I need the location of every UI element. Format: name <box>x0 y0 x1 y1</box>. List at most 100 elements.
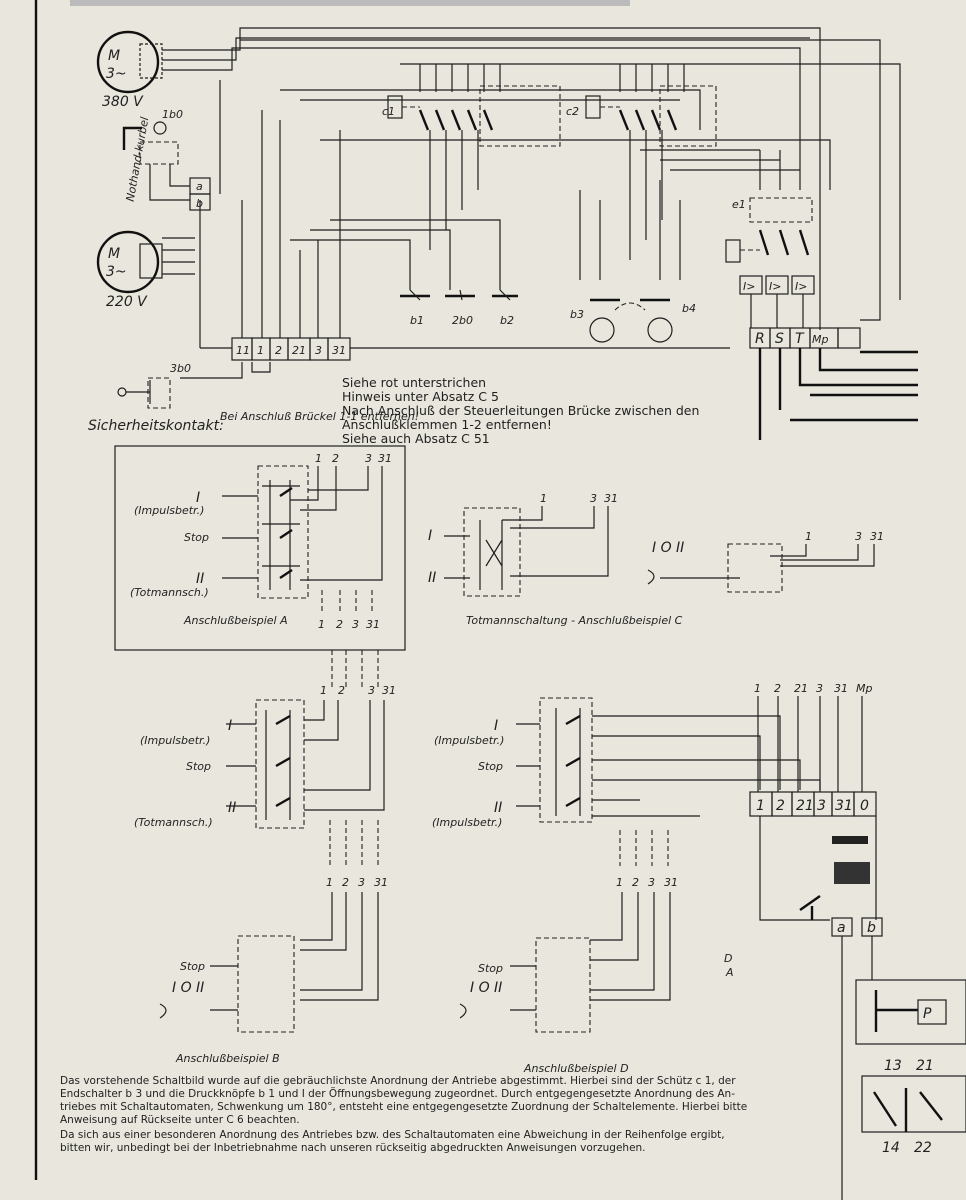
svg-text:Stop: Stop <box>184 531 209 544</box>
svg-text:Stop: Stop <box>478 760 503 773</box>
svg-text:Anschlußklemmen 1-2 entfernen!: Anschlußklemmen 1-2 entfernen! <box>342 417 552 432</box>
svg-text:3: 3 <box>368 684 375 697</box>
svg-text:(Totmannsch.): (Totmannsch.) <box>134 816 213 829</box>
svg-text:2: 2 <box>336 618 343 631</box>
svg-text:Anweisung auf Rückseite unter: Anweisung auf Rückseite unter C 6 beacht… <box>60 1114 300 1126</box>
svg-text:21: 21 <box>292 344 306 357</box>
svg-text:Nach Anschluß der Steuerleitun: Nach Anschluß der Steuerleitungen Brücke… <box>342 403 699 418</box>
svg-text:3: 3 <box>358 876 365 889</box>
svg-text:(Impulsbetr.): (Impulsbetr.) <box>134 504 204 517</box>
svg-text:II: II <box>494 800 502 816</box>
hand-crank-switch: Nothand-kurbel 1b0 a b <box>122 108 211 211</box>
svg-text:Das vorstehende Schaltbild wur: Das vorstehende Schaltbild wurde auf die… <box>60 1075 736 1087</box>
svg-text:b4: b4 <box>682 302 696 315</box>
svg-text:2: 2 <box>332 452 339 465</box>
svg-text:I>: I> <box>795 280 807 293</box>
svg-text:Totmannschaltung - Anschlußbei: Totmannschaltung - Anschlußbeispiel C <box>466 614 683 627</box>
svg-text:2: 2 <box>275 344 282 357</box>
svg-text:21: 21 <box>796 798 814 814</box>
cut-off-heading <box>70 0 630 6</box>
svg-text:II: II <box>428 570 436 586</box>
svg-text:31: 31 <box>835 798 853 814</box>
contactor-down-wires <box>429 130 663 260</box>
svg-text:3: 3 <box>365 452 372 465</box>
svg-text:c2: c2 <box>566 105 579 118</box>
svg-text:b2: b2 <box>500 314 514 327</box>
svg-text:M: M <box>108 246 120 262</box>
svg-text:31: 31 <box>366 618 380 631</box>
svg-text:31: 31 <box>604 492 618 505</box>
svg-text:31: 31 <box>332 344 346 357</box>
svg-text:b1: b1 <box>410 314 424 327</box>
svg-text:21: 21 <box>916 1058 934 1074</box>
example-b: 1 2 3 31 I (Impulsbetr.) Stop II (Totman… <box>134 650 396 1065</box>
svg-text:I O II: I O II <box>172 980 204 996</box>
motor-220v: M 3~ 220 V <box>96 230 195 310</box>
example-d: I (Impulsbetr.) Stop II (Impulsbetr.) 1 … <box>432 697 821 1075</box>
svg-text:3: 3 <box>315 344 322 357</box>
svg-text:A: A <box>725 966 734 979</box>
svg-text:I: I <box>494 718 498 734</box>
svg-text:0: 0 <box>860 798 869 814</box>
svg-text:M: M <box>108 48 120 64</box>
svg-text:3: 3 <box>590 492 597 505</box>
svg-text:I O II: I O II <box>652 540 684 556</box>
svg-text:1: 1 <box>805 530 812 543</box>
svg-text:Hinweis unter Absatz C 5: Hinweis unter Absatz C 5 <box>342 389 499 404</box>
svg-text:e1: e1 <box>732 198 746 211</box>
svg-text:31: 31 <box>664 876 678 889</box>
svg-text:1: 1 <box>616 876 623 889</box>
svg-text:13: 13 <box>884 1058 902 1074</box>
svg-text:I: I <box>428 528 432 544</box>
svg-text:a: a <box>837 920 846 936</box>
svg-text:R: R <box>755 331 765 347</box>
svg-text:2: 2 <box>776 798 785 814</box>
svg-text:II: II <box>228 800 236 816</box>
svg-text:1: 1 <box>540 492 547 505</box>
contactor-c1: c1 <box>382 64 561 147</box>
svg-text:I: I <box>196 490 200 506</box>
svg-text:Anschlußbeispiel D: Anschlußbeispiel D <box>523 1062 629 1075</box>
svg-text:Sicherheitskontakt:: Sicherheitskontakt: <box>88 418 224 434</box>
svg-text:3~: 3~ <box>106 264 127 280</box>
svg-text:380 V: 380 V <box>102 94 144 110</box>
svg-text:I>: I> <box>743 280 755 293</box>
instruction-notes: Siehe rot unterstrichen Hinweis unter Ab… <box>342 375 699 446</box>
svg-text:31: 31 <box>382 684 396 697</box>
svg-text:3~: 3~ <box>106 66 127 82</box>
svg-text:2: 2 <box>338 684 345 697</box>
svg-text:S: S <box>775 331 784 347</box>
svg-text:1b0: 1b0 <box>162 108 183 121</box>
svg-text:31: 31 <box>378 452 392 465</box>
svg-text:1: 1 <box>754 682 761 695</box>
power-bus-upper <box>240 39 901 321</box>
svg-text:2: 2 <box>774 682 781 695</box>
svg-text:bitten wir, unbedingt bei der: bitten wir, unbedingt bei der Inbetriebn… <box>60 1142 646 1154</box>
pushbutton-group: b1 2b0 b2 <box>290 219 518 327</box>
svg-text:1: 1 <box>756 798 765 814</box>
relay-e1: e1 I> I> I> <box>725 197 815 328</box>
svg-text:31: 31 <box>374 876 388 889</box>
svg-text:Stop: Stop <box>478 962 503 975</box>
svg-text:21: 21 <box>794 682 808 695</box>
control-terminal-strip: 11 1 2 21 3 31 <box>180 110 730 379</box>
limit-switches: b3 b4 <box>570 180 696 343</box>
power-terminal-strip: R S T Mp <box>749 327 918 440</box>
svg-text:I O II: I O II <box>470 980 502 996</box>
power-bus-lines <box>162 27 821 330</box>
svg-text:Stop: Stop <box>186 760 211 773</box>
svg-text:1: 1 <box>326 876 333 889</box>
svg-text:Mp: Mp <box>856 682 872 695</box>
svg-text:P: P <box>923 1006 932 1022</box>
svg-text:220 V: 220 V <box>106 294 148 310</box>
example-a-panel: I (Impulsbetr.) Stop II (Totmannsch.) 1 … <box>114 445 406 651</box>
svg-text:11: 11 <box>236 344 250 357</box>
svg-text:Anschlußbeispiel A: Anschlußbeispiel A <box>183 614 288 627</box>
svg-text:2: 2 <box>632 876 639 889</box>
svg-text:2b0: 2b0 <box>452 314 473 327</box>
svg-text:2: 2 <box>342 876 349 889</box>
svg-text:I>: I> <box>769 280 781 293</box>
svg-text:(Impulsbetr.): (Impulsbetr.) <box>140 734 210 747</box>
svg-text:3: 3 <box>855 530 862 543</box>
svg-text:31: 31 <box>834 682 848 695</box>
